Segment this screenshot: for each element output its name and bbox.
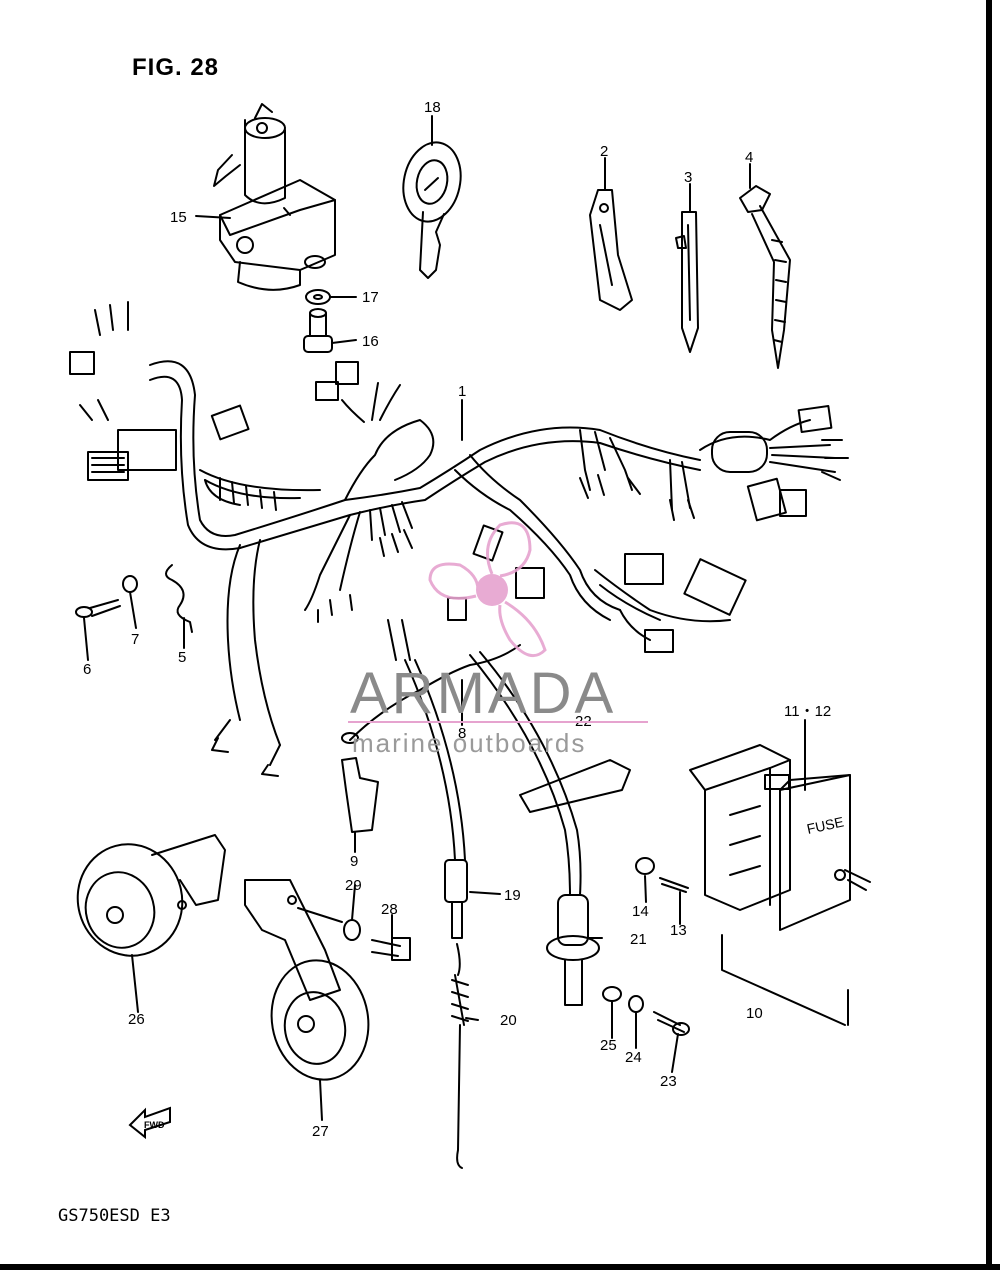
callout-8: 8 [458,725,466,742]
callout-10: 10 [746,1005,763,1022]
callout-13: 13 [670,922,687,939]
callout-17: 17 [362,289,379,306]
callout-18: 18 [424,99,441,116]
frame-border-bottom [0,1264,1000,1270]
callout-19: 19 [504,887,521,904]
callout-5: 5 [178,649,186,666]
washer-icon [122,575,138,593]
callout-9: 9 [350,853,358,870]
switch-icon [557,894,589,946]
clamp-icon [341,757,379,833]
callout-11-12: 11・12 [784,703,831,720]
callout-4: 4 [745,149,753,166]
cable-tie-icon [739,185,791,369]
fwd-label: FWD [144,1120,165,1130]
callout-20: 20 [500,1012,517,1029]
callout-3: 3 [684,169,692,186]
multi-pin-connector-icon [117,429,177,471]
callout-23: 23 [660,1073,677,1090]
battery-lead-icon [349,644,521,741]
callout-14: 14 [632,903,649,920]
screw-icon [653,1011,685,1033]
fuse-cover-label: FUSE [805,814,845,837]
callout-16: 16 [362,333,379,350]
frame-border-right [986,0,992,1270]
callout-21: 21 [630,931,647,948]
watermark-brand: ARMADA [350,661,617,726]
cable-icon [404,659,466,861]
callout-25: 25 [600,1037,617,1054]
propeller-logo-icon [428,521,547,658]
model-code: GS750ESD E3 [58,1206,171,1226]
callout-28: 28 [381,901,398,918]
screw-icon [75,599,121,618]
fuse-box-icon [689,744,871,1026]
callout-29: 29 [345,877,362,894]
callout-24: 24 [625,1049,642,1066]
bolt-icon [371,939,401,957]
bolt-icon [303,308,333,353]
wire-hook-icon [165,564,193,633]
washer-icon [305,289,331,305]
screw-icon [659,877,689,893]
washer-icon [602,986,622,1002]
horn-icon [244,879,370,1081]
horn-icon [76,834,226,957]
key-icon [402,141,462,279]
washer-icon [628,995,644,1013]
cable-clip-icon [675,211,699,353]
callout-2: 2 [600,143,608,160]
watermark-tagline: marine outboards [352,728,587,758]
callout-6: 6 [83,661,91,678]
callout-15: 15 [170,209,187,226]
fwd-arrow-icon: FWD [128,1106,171,1140]
callout-1: 1 [458,383,466,400]
washer-icon [635,857,655,875]
callout-27: 27 [312,1123,329,1140]
callout-7: 7 [131,631,139,648]
clamp-icon [589,189,633,311]
washer-icon [343,919,361,941]
callout-26: 26 [128,1011,145,1028]
ignition-switch-icon [213,103,336,291]
bracket-icon [519,759,631,813]
figure-title: FIG. 28 [132,54,220,81]
harness-icon [149,360,836,766]
